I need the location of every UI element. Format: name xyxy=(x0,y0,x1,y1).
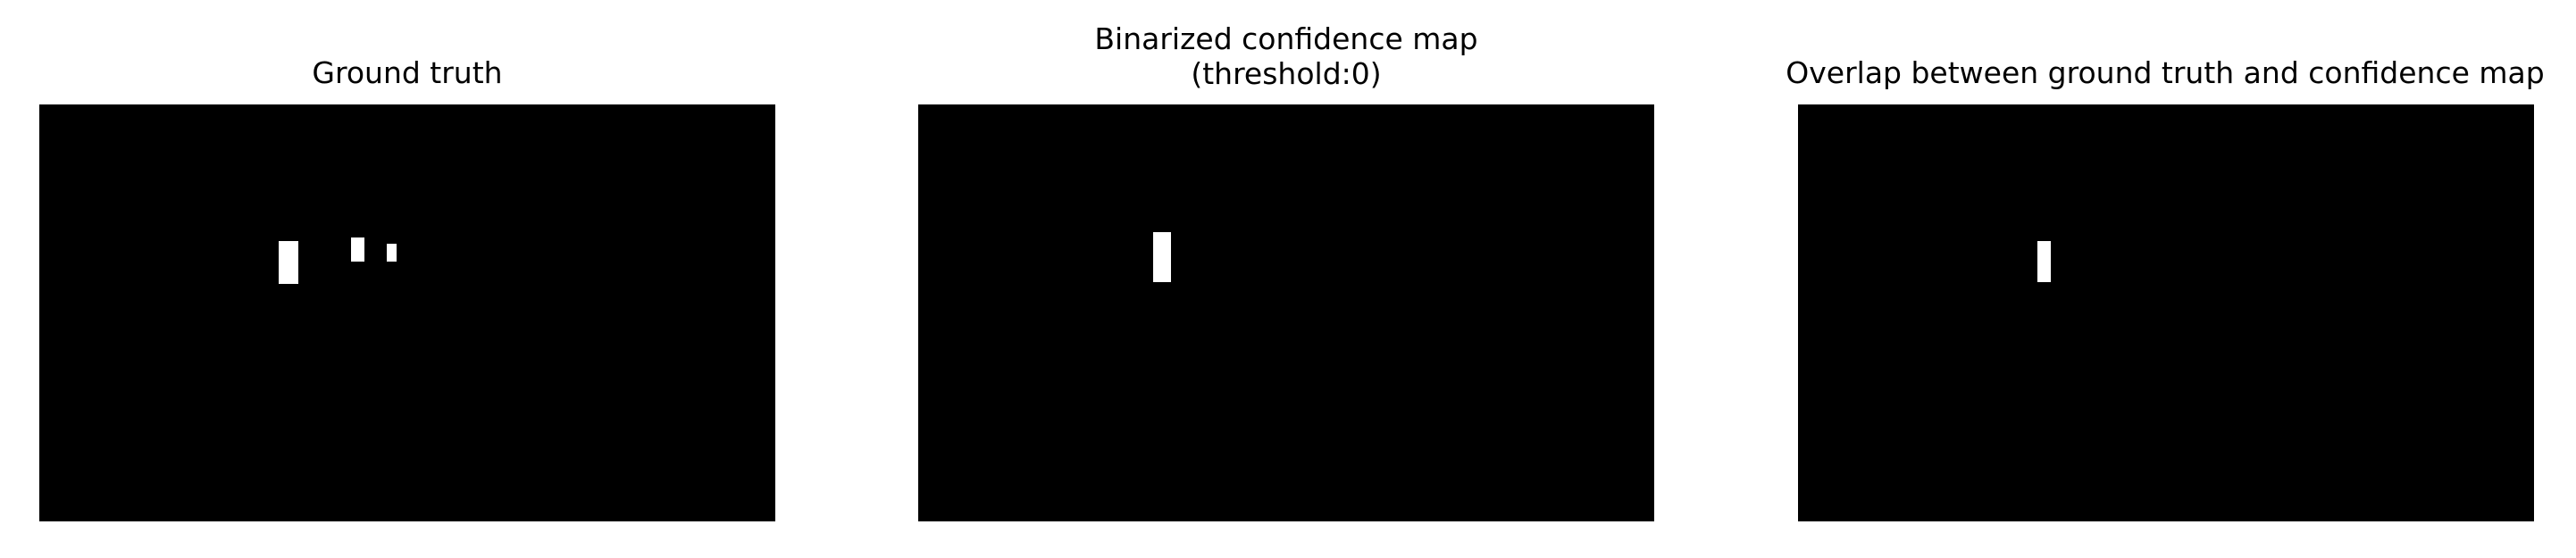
ground-truth-blob xyxy=(351,237,364,262)
panel-title-overlap: Overlap between ground truth and confide… xyxy=(1763,55,2567,90)
panel-title-line: (threshold:0) xyxy=(1191,56,1382,91)
panel-title-line: Ground truth xyxy=(312,55,503,90)
ground-truth-blob xyxy=(387,244,397,262)
panel-title-line: Overlap between ground truth and confide… xyxy=(1786,55,2545,90)
overlap-blob xyxy=(2037,241,2051,282)
confidence-blob xyxy=(1153,232,1171,282)
binarized-confidence-map-image xyxy=(918,104,1654,521)
panel-title-line: Binarized confidence map xyxy=(1094,21,1478,56)
panel-title-binarized-confidence-map: Binarized confidence map (threshold:0) xyxy=(884,21,1688,91)
ground-truth-blob xyxy=(279,241,298,284)
overlap-image xyxy=(1798,104,2534,521)
panel-title-ground-truth: Ground truth xyxy=(5,55,809,90)
ground-truth-image xyxy=(39,104,775,521)
